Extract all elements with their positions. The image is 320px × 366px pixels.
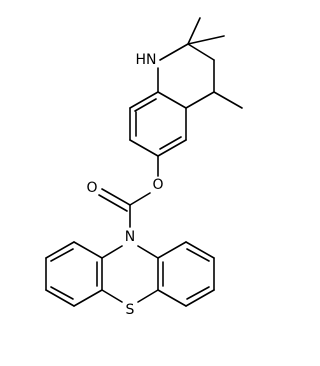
bond-o-carbonyl: [129, 192, 151, 206]
molecule-structure: HN O O N S: [45, 17, 243, 318]
bond-rb-double-1: [186, 248, 210, 262]
bond-lb-double-1: [50, 248, 74, 262]
bond-c2-methyl-a: [187, 17, 201, 45]
ester-oxygen-label: O: [152, 177, 163, 193]
bond-c2-c3: [187, 43, 215, 61]
ring-nitrogen-label: N: [125, 229, 135, 245]
bond-rb-2: [185, 241, 215, 259]
bond-nh-c2: [159, 43, 189, 61]
sulfur-label: S: [126, 302, 135, 318]
bond-lb-2: [45, 241, 75, 259]
bond-c4-methyl: [213, 91, 243, 109]
bond-c2-methyl-b: [187, 35, 225, 45]
bond-rb-5: [157, 289, 187, 307]
bond-n-right: [137, 245, 159, 259]
bond-rb-1: [157, 241, 187, 259]
bond-c6-c5: [157, 139, 187, 157]
bond-c7-c6: [129, 139, 159, 157]
bond-lb-double-2: [50, 286, 74, 300]
bond-lb-1: [73, 241, 103, 259]
bond-lb-4: [45, 289, 75, 307]
bond-carbonyl-o-double-1: [101, 188, 131, 206]
bond-rb-double-2: [186, 286, 210, 300]
molecule-canvas: HN O O N S: [45, 17, 243, 318]
bond-n-left: [101, 245, 123, 259]
bond-right-s: [137, 289, 159, 303]
bond-left-s: [101, 289, 123, 303]
carbonyl-oxygen-label: O: [86, 180, 97, 196]
bond-c8a-c8: [129, 91, 159, 109]
bond-lb-5: [73, 289, 103, 307]
bond-carbonyl-o-double-2: [98, 194, 128, 212]
amine-label: HN: [136, 52, 157, 68]
bond-c8a-c8-double: [134, 98, 157, 112]
bond-c4-c4a: [185, 91, 215, 109]
bond-c6-c5-double: [159, 136, 182, 150]
bond-rb-4: [185, 289, 215, 307]
bond-c4a-c8a: [157, 91, 187, 109]
